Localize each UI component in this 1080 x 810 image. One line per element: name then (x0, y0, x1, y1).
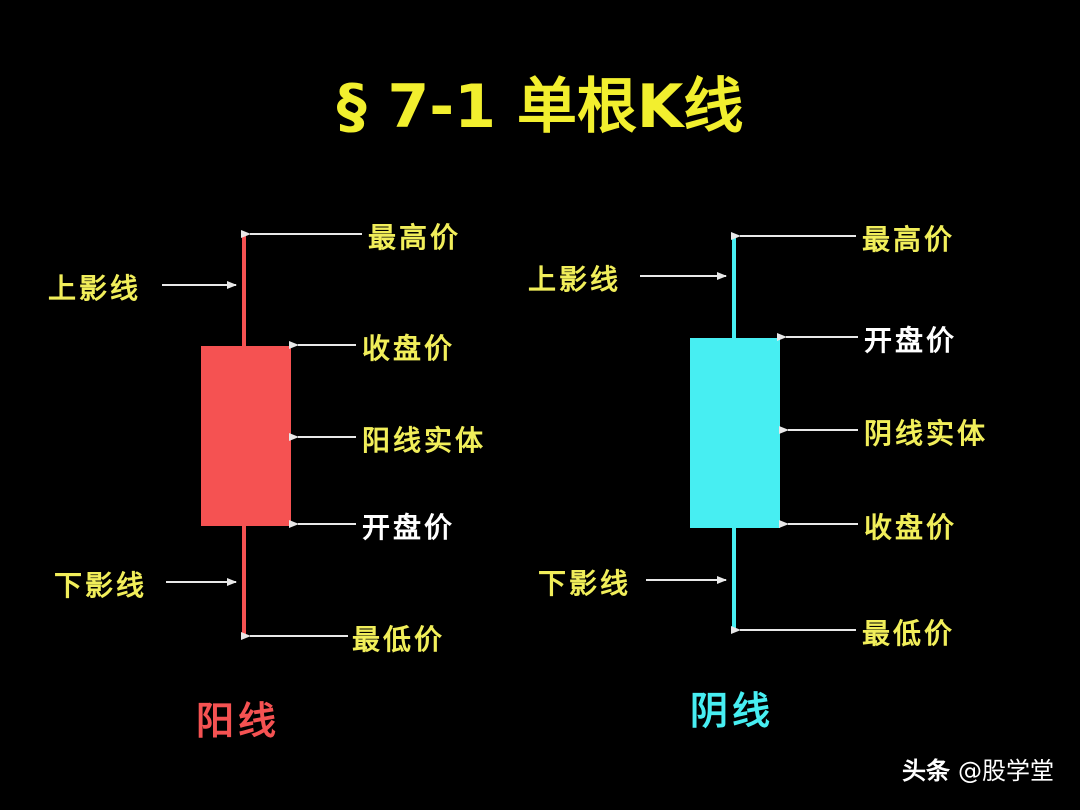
yin-body (690, 338, 780, 528)
yin-label-open: 开盘价 (864, 324, 958, 357)
yin-label-low: 最低价 (862, 617, 956, 650)
yin-label-lower-shadow: 下影线 (538, 567, 632, 600)
watermark-brand: 头条 (902, 757, 950, 785)
yang-label-body: 阳线实体 (362, 424, 487, 457)
page-title: § 7-1 单根K线 (336, 72, 744, 142)
yang-body (201, 346, 291, 526)
watermark-account: @股学堂 (958, 757, 1054, 785)
yang-label-high: 最高价 (368, 221, 462, 254)
watermark: 头条 @股学堂 (902, 751, 1054, 786)
yin-label-upper-shadow: 上影线 (528, 263, 622, 296)
yang-label-open: 开盘价 (362, 511, 456, 544)
yang-candle (162, 230, 362, 640)
yang-label-low: 最低价 (352, 623, 446, 656)
yang-label-close: 收盘价 (362, 332, 456, 365)
yin-candle (640, 232, 858, 634)
yang-label-upper-shadow: 上影线 (48, 272, 142, 305)
yin-label-close: 收盘价 (864, 511, 958, 544)
yin-label-body: 阴线实体 (864, 417, 989, 450)
yang-caption: 阳线 (196, 699, 281, 743)
yang-label-lower-shadow: 下影线 (54, 569, 148, 602)
yin-label-high: 最高价 (862, 223, 956, 256)
yin-caption: 阴线 (690, 689, 775, 733)
